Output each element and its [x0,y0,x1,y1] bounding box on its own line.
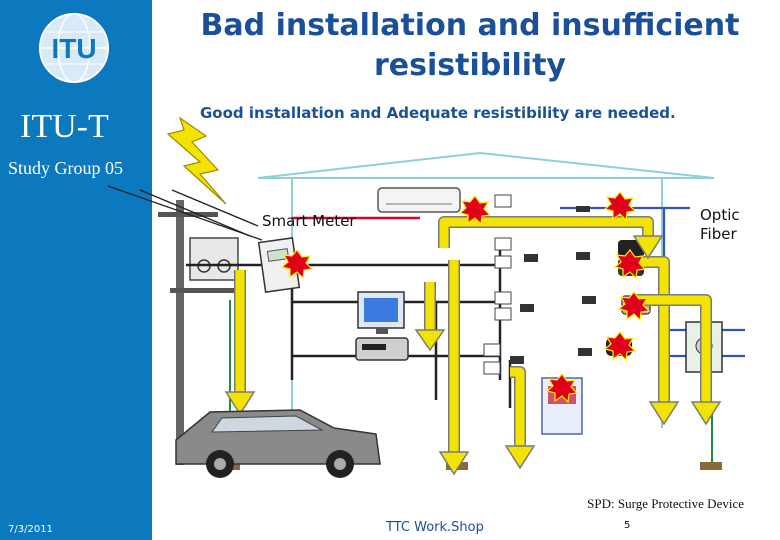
surge-arrowheads [224,235,722,476]
smart-meter-label: Smart Meter [262,212,356,230]
surge-burst-phone-mid [613,249,647,280]
slide-title-line-1: Bad installation and insufficient [200,8,740,43]
ground-pad-right [700,462,722,470]
car-icon [175,409,381,478]
optic-fiber-label-line-2: Fiber [700,225,737,243]
footer-date: 7/3/2011 [8,524,53,535]
sidebar: ITU ITU-T Study Group 05 [0,0,152,540]
footer-page-number: 5 [624,520,631,531]
telephone-icon-1 [618,240,644,258]
sidebar-subtitle: Study Group 05 [8,158,124,178]
surge-arrows [234,216,712,452]
surge-burst-fridge [545,373,579,404]
optic-fiber-label-line-1: Optic [700,206,740,224]
slide-title-line-2: resistibility [374,48,566,83]
sidebar-title: ITU-T [20,108,109,145]
surge-burst-phone-top [603,191,637,222]
house-outline [257,151,715,428]
wall-outlets [483,194,512,375]
slide-title: Bad installation and insufficient resist… [165,6,775,86]
surge-burst-fax [617,291,651,322]
surge-burst-pole [280,249,314,280]
utility-pole [107,185,263,465]
surge-bursts [280,191,651,404]
surge-burst-handset [603,331,637,362]
slide-subtitle: Good installation and Adequate resistibi… [200,104,676,122]
power-plugs [510,206,596,364]
optic-fiber-label: Optic Fiber [700,206,760,244]
itu-logo-text: ITU [51,33,96,64]
footer-event: TTC Work.Shop [386,520,484,535]
video-recorder-icon [355,337,409,361]
lightning-bolt-icon [166,116,227,205]
surge-burst-ac [458,195,492,226]
spd-note: SPD: Surge Protective Device [587,496,744,511]
itu-globe-logo-icon: ITU [39,13,109,83]
smart-meter-icon [257,237,301,293]
air-conditioner-icon [377,187,461,213]
monitor-icon [357,291,405,334]
